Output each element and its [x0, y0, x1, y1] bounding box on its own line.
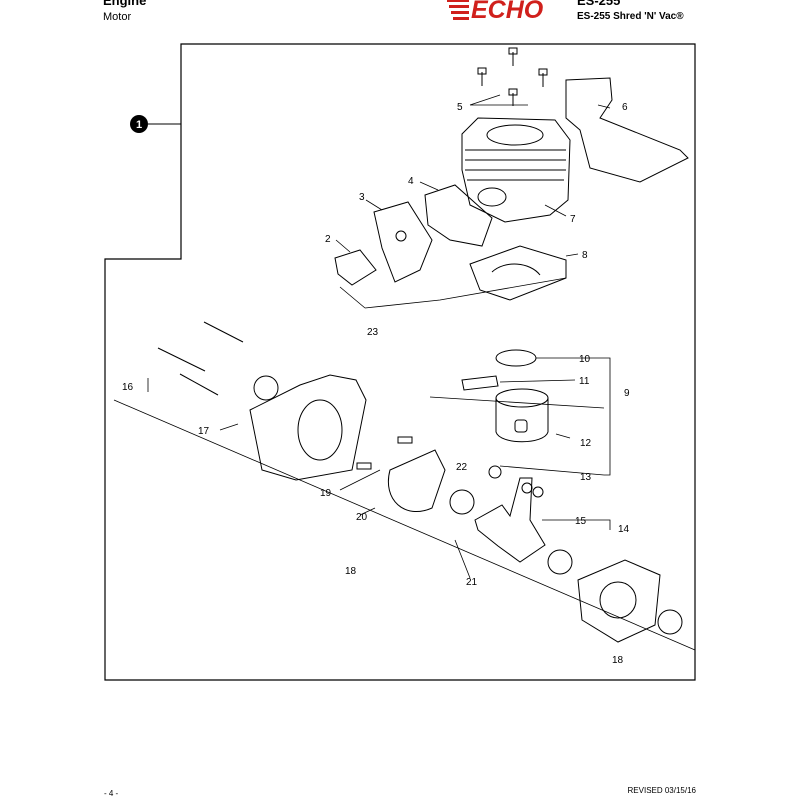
callout-21: 21: [466, 577, 478, 588]
callout-20: 20: [356, 512, 368, 523]
echo-logo: ECHO: [447, 0, 575, 24]
callout-13: 13: [580, 472, 592, 483]
callout-14: 14: [618, 524, 630, 535]
reference-marker-circle: [130, 115, 148, 133]
cylinder-bolts: [477, 47, 548, 106]
heat-shield: [565, 77, 689, 183]
section-header: Engine Motor: [103, 0, 146, 24]
piston-pin: [461, 375, 499, 391]
section-title: Engine: [103, 0, 147, 8]
dowel-pin: [397, 436, 413, 444]
needle-bearing: [488, 465, 502, 479]
callout-23: 23: [367, 327, 379, 338]
callout-4: 4: [408, 176, 414, 187]
callout-11: 11: [579, 376, 590, 387]
model-number: ES-255: [577, 0, 621, 8]
callout-16: 18: [345, 566, 357, 577]
callout-15: 15: [575, 516, 587, 527]
callout-19: 19: [320, 488, 332, 499]
crankcase-bolts: [157, 321, 244, 396]
callout-8: 8: [582, 250, 588, 261]
section-subtitle: Motor: [103, 11, 132, 23]
callout-7: 7: [570, 214, 576, 225]
gasket-4: [424, 184, 493, 247]
crankcase-gasket: [388, 449, 446, 513]
diagram-frame: [104, 43, 696, 681]
callout-18b: 18: [612, 655, 624, 666]
model-header: ES-255 ES-255 Shred 'N' Vac®: [577, 0, 684, 23]
callout-17: 16: [122, 382, 134, 393]
reference-marker-label: 1: [136, 119, 142, 131]
callout-5: 5: [457, 102, 463, 113]
callout-2: 2: [325, 234, 331, 245]
gasket-2: [334, 249, 377, 286]
revision-date: REVISED 03/15/16: [627, 786, 696, 795]
cylinder: [461, 117, 571, 223]
model-description: ES-255 Shred 'N' Vac®: [577, 11, 684, 22]
page-number: - 4 -: [104, 789, 119, 798]
piston: [495, 388, 549, 443]
insulator: [373, 201, 433, 283]
piston-ring: [495, 349, 537, 367]
crankcase-right: [577, 559, 683, 643]
callout-6: 6: [622, 102, 628, 113]
crankshaft: [449, 477, 573, 575]
callout-9: 9: [624, 388, 630, 399]
callout-10: 10: [579, 354, 591, 365]
crankcase-left: [249, 374, 367, 481]
callout-3: 3: [359, 192, 365, 203]
callout-18a: 17: [198, 426, 210, 437]
callout-22: 22: [456, 462, 468, 473]
callout-12: 12: [580, 438, 592, 449]
